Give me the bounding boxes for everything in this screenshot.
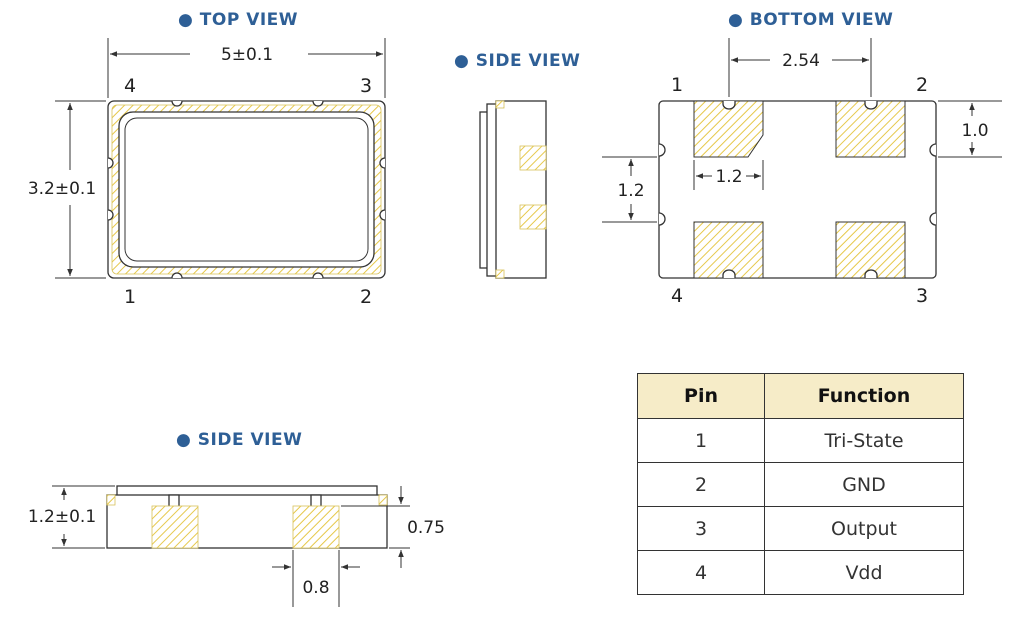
table-row: 4 Vdd <box>637 550 964 595</box>
bottom-pin-1: 1 <box>671 74 683 96</box>
side-view-small-title: ● SIDE VIEW <box>454 51 580 71</box>
side-view-small: ● SIDE VIEW <box>454 51 580 279</box>
bottom-pad-4 <box>693 221 764 279</box>
side-large-height-dim: 1.2±0.1 <box>28 507 96 527</box>
cell-function: GND <box>764 462 964 507</box>
cell-function: Vdd <box>764 550 964 595</box>
bottom-pad-3 <box>835 221 906 279</box>
side-small-pad-lower <box>519 204 547 230</box>
top-pin-4: 4 <box>124 75 136 97</box>
top-pin-2: 2 <box>360 286 372 308</box>
top-width-dim: 5±0.1 <box>221 45 273 65</box>
bottom-view: ● BOTTOM VIEW 2.54 1.2 1.2 <box>602 10 1002 307</box>
top-view-title: ● TOP VIEW <box>178 10 298 30</box>
cell-pin: 3 <box>637 506 765 551</box>
bottom-pad-width-dim: 1.2 <box>715 167 742 187</box>
bottom-view-title: ● BOTTOM VIEW <box>728 10 893 30</box>
bottom-pad-1 <box>693 100 764 158</box>
side-small-pad-upper <box>519 145 547 171</box>
side-large-pad-height-dim: 0.75 <box>407 518 445 538</box>
cell-pin: 2 <box>637 462 765 507</box>
side-large-pad-right <box>292 505 340 549</box>
cell-pin: 4 <box>637 550 765 595</box>
top-height-dim: 3.2±0.1 <box>28 179 96 199</box>
cell-function: Output <box>764 506 964 551</box>
bottom-pad-2 <box>835 100 906 158</box>
table-header-row: Pin Function <box>637 373 964 419</box>
header-pin: Pin <box>637 373 765 419</box>
bottom-pad-height-dim: 1.0 <box>961 121 988 141</box>
side-large-pad-width-dim: 0.8 <box>302 578 329 598</box>
bottom-pitch-dim: 2.54 <box>782 51 820 71</box>
top-lid <box>118 111 375 268</box>
top-pin-3: 3 <box>360 75 372 97</box>
cell-pin: 1 <box>637 418 765 463</box>
side-small-body <box>495 100 547 279</box>
table-row: 3 Output <box>637 506 964 551</box>
bottom-pin-2: 2 <box>916 74 928 96</box>
side-view-large-title: ● SIDE VIEW <box>176 430 302 450</box>
table-row: 2 GND <box>637 462 964 507</box>
bottom-pad-gap-dim: 1.2 <box>617 181 644 201</box>
pin-function-table: Pin Function 1 Tri-State 2 GND 3 Output … <box>637 373 964 595</box>
bottom-pin-4: 4 <box>671 285 683 307</box>
side-large-body <box>106 494 388 549</box>
table-row: 1 Tri-State <box>637 418 964 463</box>
top-view: ● TOP VIEW 5±0.1 3.2±0.1 4 3 1 2 <box>28 10 386 308</box>
side-view-large: ● SIDE VIEW 1.2±0.1 0.75 0.8 <box>28 430 445 607</box>
top-pin-1: 1 <box>124 286 136 308</box>
side-large-pad-left <box>151 505 199 549</box>
bottom-pin-3: 3 <box>916 285 928 307</box>
cell-function: Tri-State <box>764 418 964 463</box>
header-function: Function <box>764 373 964 419</box>
